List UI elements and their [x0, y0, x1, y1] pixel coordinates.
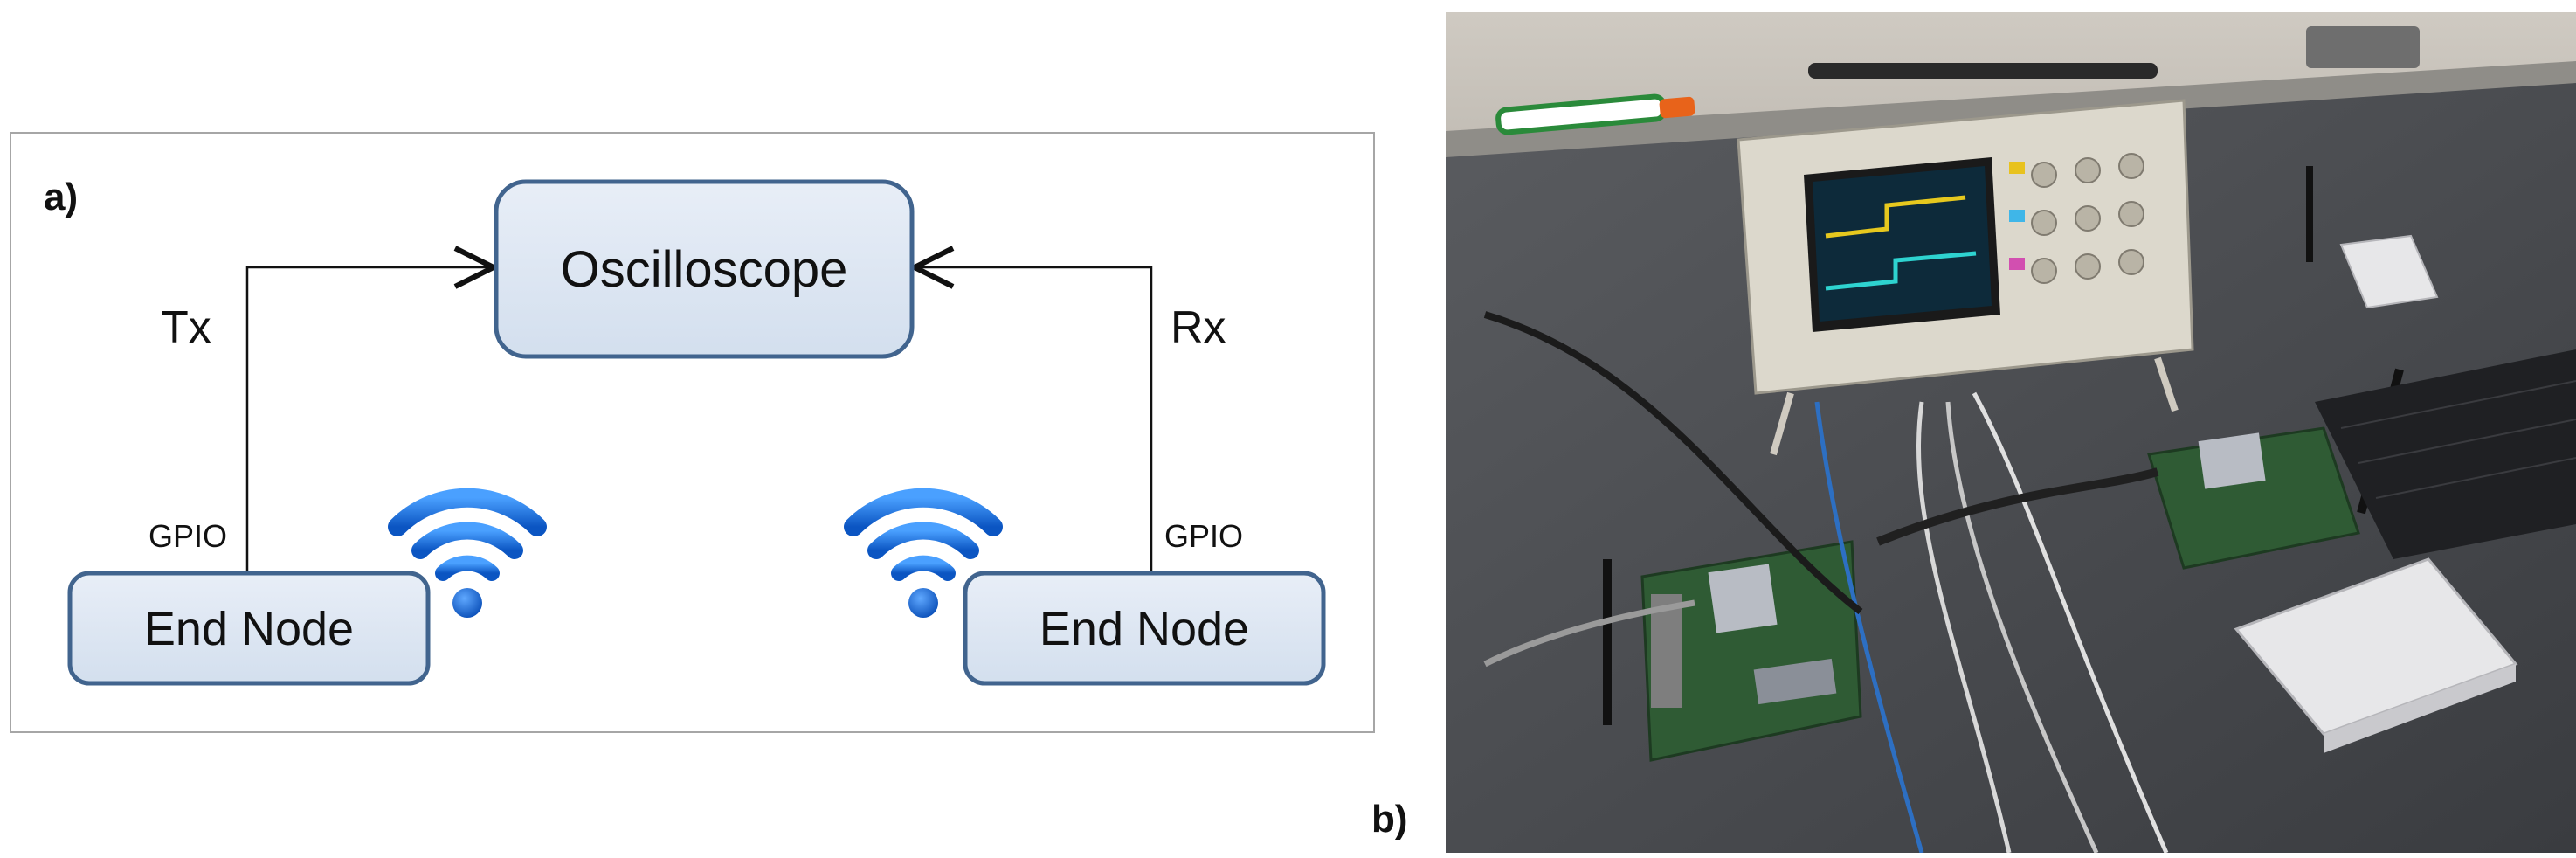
- tx-label: Tx: [161, 302, 211, 353]
- node-oscilloscope: Oscilloscope: [494, 179, 915, 359]
- node-end-node-right: End Node: [963, 571, 1326, 686]
- panel-a: a) Oscilloscope End Node End Node Tx Rx …: [10, 132, 1375, 733]
- end-node-right-label: End Node: [1039, 603, 1249, 655]
- router-photo-icon: [2234, 557, 2518, 753]
- rx-label: Rx: [1171, 302, 1226, 353]
- cables-photo-icon: [1483, 311, 2169, 853]
- wifi-icon: [844, 488, 1003, 618]
- end-node-left-label: End Node: [144, 603, 354, 655]
- router-back-photo-icon: [2306, 166, 2439, 309]
- gpio-right-label: GPIO: [1164, 518, 1243, 554]
- oscilloscope-photo-icon: [1737, 99, 2194, 456]
- keyboard-photo-icon: [2315, 349, 2576, 559]
- edge-rx: [915, 267, 1153, 573]
- oscilloscope-label: Oscilloscope: [561, 241, 848, 298]
- gpio-left-label: GPIO: [148, 518, 227, 554]
- panel-b-label: b): [1371, 798, 1408, 841]
- board-left-photo-icon: [1603, 540, 1862, 762]
- node-end-node-left: End Node: [67, 571, 431, 686]
- lab-bench-photo-icon: [1446, 12, 2576, 853]
- panel-a-label: a): [44, 176, 78, 218]
- edge-tx: [245, 267, 494, 573]
- edges: [245, 267, 1153, 573]
- wifi-icon: [388, 488, 547, 618]
